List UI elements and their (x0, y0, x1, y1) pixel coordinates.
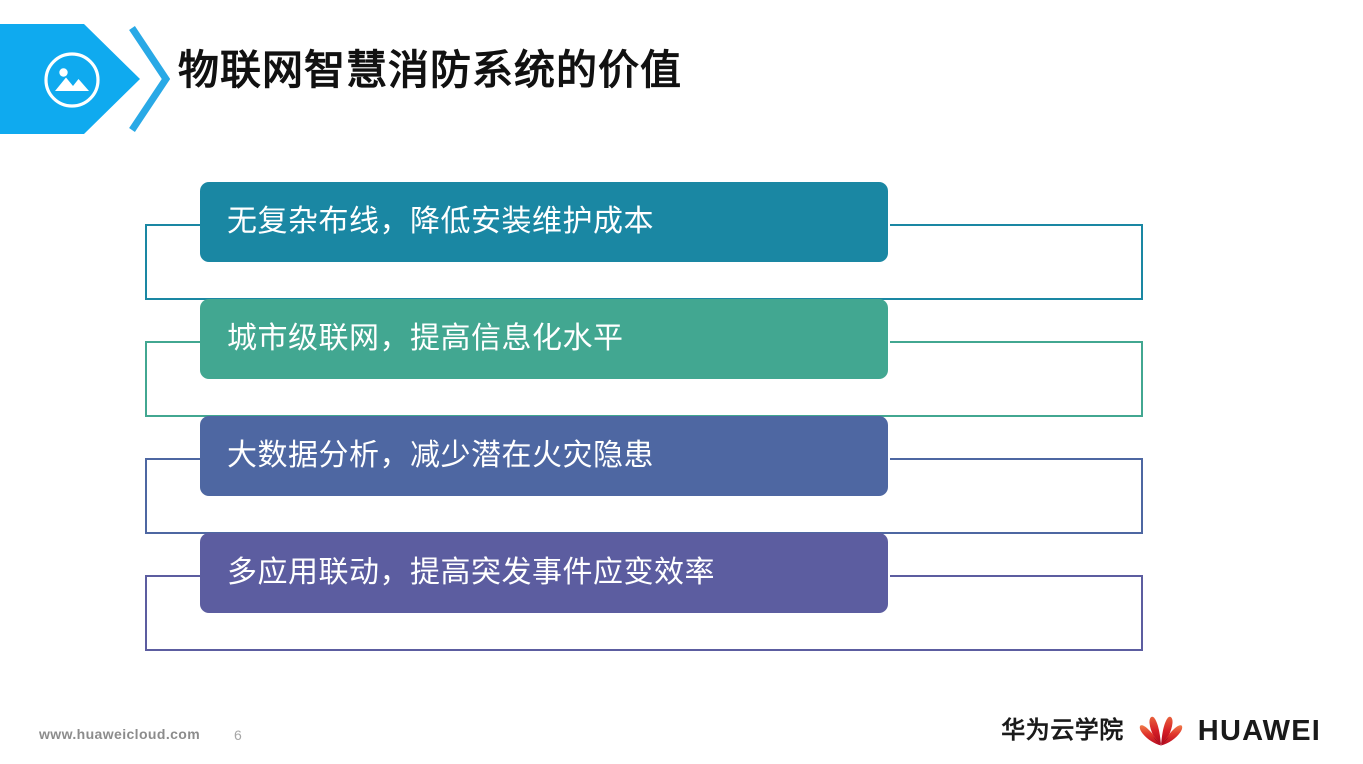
slide-page-number: 6 (234, 727, 242, 743)
value-row-label-4: 多应用联动，提高突发事件应变效率 (227, 556, 715, 589)
value-row-3: 大数据分析，减少潜在火灾隐患 (145, 416, 1143, 534)
value-row-2: 城市级联网，提高信息化水平 (145, 299, 1143, 417)
value-row-label-1: 无复杂布线，降低安装维护成本 (227, 205, 654, 238)
value-pill-1[interactable]: 无复杂布线，降低安装维护成本 (200, 182, 888, 262)
value-pill-2[interactable]: 城市级联网，提高信息化水平 (200, 299, 888, 379)
footer-website-url[interactable]: www.huaweicloud.com (39, 726, 201, 742)
image-photo-icon (42, 50, 102, 110)
chevron-right-icon (126, 24, 170, 134)
brand-logo: 华为云学院 (1001, 710, 1321, 752)
value-pill-3[interactable]: 大数据分析，减少潜在火灾隐患 (200, 416, 888, 496)
slide-header: 物联网智慧消防系统的价值 (0, 0, 1363, 140)
value-row-4: 多应用联动，提高突发事件应变效率 (145, 533, 1143, 651)
value-pill-4[interactable]: 多应用联动，提高突发事件应变效率 (200, 533, 888, 613)
value-row-label-2: 城市级联网，提高信息化水平 (227, 322, 624, 355)
brand-en-name: HUAWEI (1197, 715, 1321, 747)
brand-cn-name: 华为云学院 (1001, 717, 1124, 744)
huawei-flower-icon (1135, 714, 1187, 748)
value-row-1: 无复杂布线，降低安装维护成本 (145, 182, 1143, 300)
value-row-label-3: 大数据分析，减少潜在火灾隐患 (227, 439, 654, 472)
page-title: 物联网智慧消防系统的价值 (178, 47, 682, 93)
